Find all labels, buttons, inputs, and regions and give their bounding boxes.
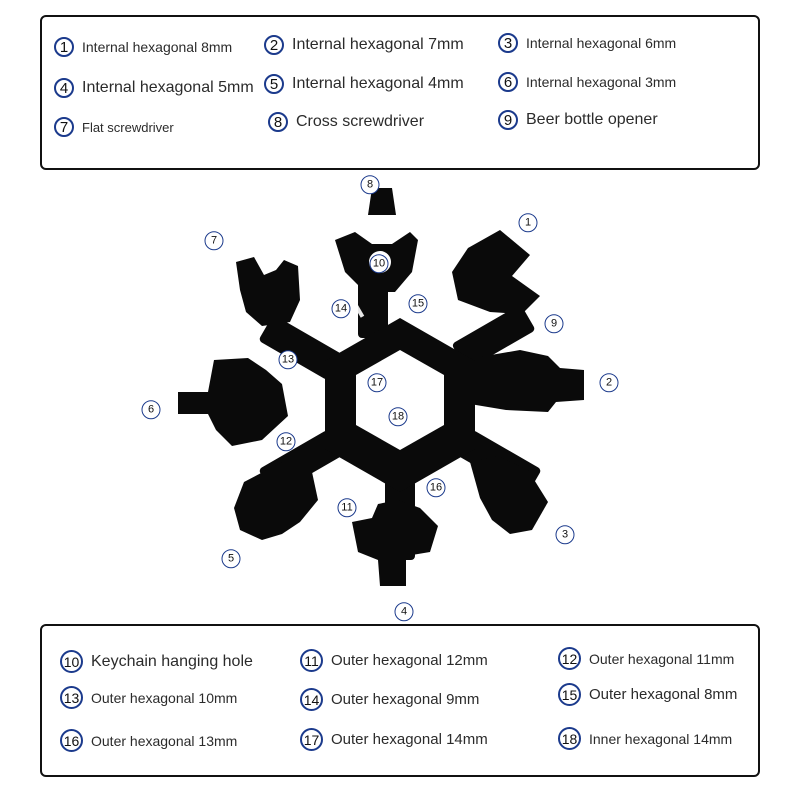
callout-18: 18	[388, 406, 408, 426]
legend-label: Internal hexagonal 6mm	[526, 35, 677, 51]
legend-item-15: 15 Outer hexagonal 8mm	[558, 683, 737, 706]
callout-7: 7	[204, 230, 224, 250]
legend-label: Internal hexagonal 5mm	[82, 79, 254, 96]
callout-12: 12	[276, 431, 296, 451]
legend-item-1: 1 Internal hexagonal 8mm	[54, 37, 232, 57]
legend-label: Outer hexagonal 8mm	[589, 686, 738, 703]
legend-item-9: 9 Beer bottle opener	[498, 110, 658, 130]
legend-item-18: 18 Inner hexagonal 14mm	[558, 727, 732, 750]
legend-label: Flat screwdriver	[82, 119, 174, 135]
number-badge: 2	[264, 35, 284, 55]
legend-item-3: 3 Internal hexagonal 6mm	[498, 33, 676, 53]
legend-label: Beer bottle opener	[526, 111, 658, 128]
legend-label: Outer hexagonal 14mm	[331, 731, 488, 748]
callout-1: 1	[518, 212, 538, 232]
number-badge: 4	[54, 78, 74, 98]
callout-4: 4	[394, 601, 414, 621]
number-badge: 8	[268, 112, 288, 132]
snowflake-tool-diagram: 8 1 7 10 14 15 9 13 17 2 6 18 12 16 11 3…	[0, 170, 800, 624]
legend-item-5: 5 Internal hexagonal 4mm	[264, 74, 464, 94]
callout-17: 17	[367, 372, 387, 392]
number-badge: 5	[264, 74, 284, 94]
snowflake-tool-illustration	[178, 188, 584, 586]
callout-10: 10	[369, 253, 389, 273]
legend-item-2: 2 Internal hexagonal 7mm	[264, 35, 464, 55]
number-badge: 16	[426, 477, 446, 497]
number-badge: 10	[369, 253, 389, 273]
number-badge: 3	[555, 524, 575, 544]
callout-11: 11	[337, 497, 357, 517]
number-badge: 16	[60, 729, 83, 752]
number-badge: 3	[498, 33, 518, 53]
legend-label: Cross screwdriver	[296, 113, 425, 130]
callout-14: 14	[331, 298, 351, 318]
number-badge: 6	[141, 399, 161, 419]
number-badge: 7	[204, 230, 224, 250]
number-badge: 9	[544, 313, 564, 333]
legend-label: Outer hexagonal 13mm	[91, 732, 238, 749]
callout-9: 9	[544, 313, 564, 333]
callout-2: 2	[599, 372, 619, 392]
legend-label: Outer hexagonal 9mm	[331, 691, 480, 708]
number-badge: 15	[558, 683, 581, 706]
legend-item-16: 16 Outer hexagonal 13mm	[60, 729, 237, 752]
number-badge: 14	[300, 688, 323, 711]
number-badge: 14	[331, 298, 351, 318]
number-badge: 12	[558, 647, 581, 670]
number-badge: 12	[276, 431, 296, 451]
number-badge: 6	[498, 72, 518, 92]
legend-item-14: 14 Outer hexagonal 9mm	[300, 688, 479, 711]
number-badge: 13	[278, 349, 298, 369]
legend-label: Internal hexagonal 3mm	[526, 74, 677, 90]
legend-item-7: 7 Flat screwdriver	[54, 117, 174, 137]
legend-label: Inner hexagonal 14mm	[589, 730, 733, 747]
callout-6: 6	[141, 399, 161, 419]
legend-item-12: 12 Outer hexagonal 11mm	[558, 647, 734, 670]
legend-label: Outer hexagonal 12mm	[331, 652, 488, 669]
number-badge: 4	[394, 601, 414, 621]
legend-label: Internal hexagonal 7mm	[292, 36, 464, 53]
callout-8: 8	[360, 174, 380, 194]
legend-item-10: 10 Keychain hanging hole	[60, 650, 253, 673]
legend-label: Keychain hanging hole	[91, 652, 253, 670]
legend-item-4: 4 Internal hexagonal 5mm	[54, 78, 254, 98]
callout-16: 16	[426, 477, 446, 497]
legend-item-6: 6 Internal hexagonal 3mm	[498, 72, 676, 92]
number-badge: 2	[599, 372, 619, 392]
number-badge: 17	[367, 372, 387, 392]
number-badge: 11	[300, 649, 323, 672]
callout-3: 3	[555, 524, 575, 544]
legend-item-8: 8 Cross screwdriver	[268, 112, 424, 132]
legend-label: Outer hexagonal 11mm	[589, 650, 735, 667]
callout-5: 5	[221, 548, 241, 568]
number-badge: 8	[360, 174, 380, 194]
callout-13: 13	[278, 349, 298, 369]
number-badge: 13	[60, 686, 83, 709]
number-badge: 17	[300, 728, 323, 751]
number-badge: 7	[54, 117, 74, 137]
number-badge: 10	[60, 650, 83, 673]
legend-item-11: 11 Outer hexagonal 12mm	[300, 649, 488, 672]
legend-item-17: 17 Outer hexagonal 14mm	[300, 728, 488, 751]
callout-15: 15	[408, 293, 428, 313]
number-badge: 9	[498, 110, 518, 130]
legend-label: Internal hexagonal 8mm	[82, 39, 233, 55]
legend-label: Outer hexagonal 10mm	[91, 689, 238, 706]
number-badge: 5	[221, 548, 241, 568]
number-badge: 15	[408, 293, 428, 313]
number-badge: 11	[337, 497, 357, 517]
number-badge: 1	[518, 212, 538, 232]
legend-box-top: 1 Internal hexagonal 8mm 2 Internal hexa…	[40, 15, 760, 170]
number-badge: 18	[388, 406, 408, 426]
number-badge: 1	[54, 37, 74, 57]
legend-item-13: 13 Outer hexagonal 10mm	[60, 686, 237, 709]
legend-label: Internal hexagonal 4mm	[292, 75, 464, 92]
number-badge: 18	[558, 727, 581, 750]
legend-box-bottom: 10 Keychain hanging hole 11 Outer hexago…	[40, 624, 760, 777]
